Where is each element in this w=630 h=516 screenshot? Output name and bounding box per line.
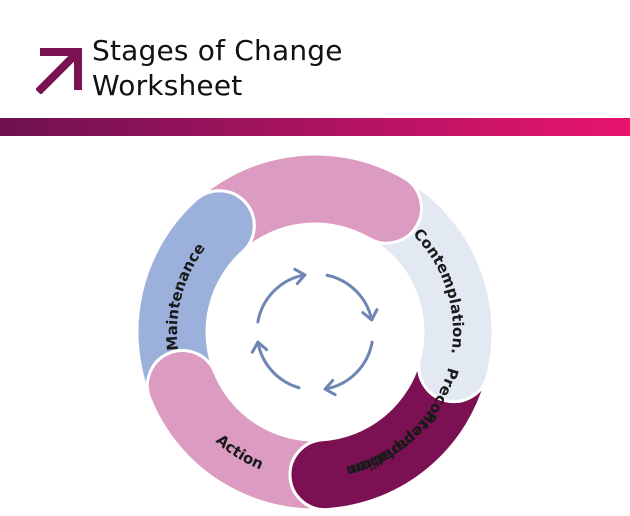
cycle-segments: PrecontemplationContemplation.Preparatio…	[135, 152, 495, 512]
arrow-up-right-icon	[36, 48, 82, 94]
stage-segment-precontemplation	[194, 152, 423, 253]
cycle-arrows-icon	[250, 267, 379, 397]
page-title-line-2: Worksheet	[92, 69, 243, 102]
page-title-line-1: Stages of Change	[92, 34, 343, 67]
header-gradient-bar	[0, 118, 630, 136]
page-title: Stages of Change Worksheet	[92, 33, 343, 103]
header: Stages of Change Worksheet	[0, 0, 630, 140]
